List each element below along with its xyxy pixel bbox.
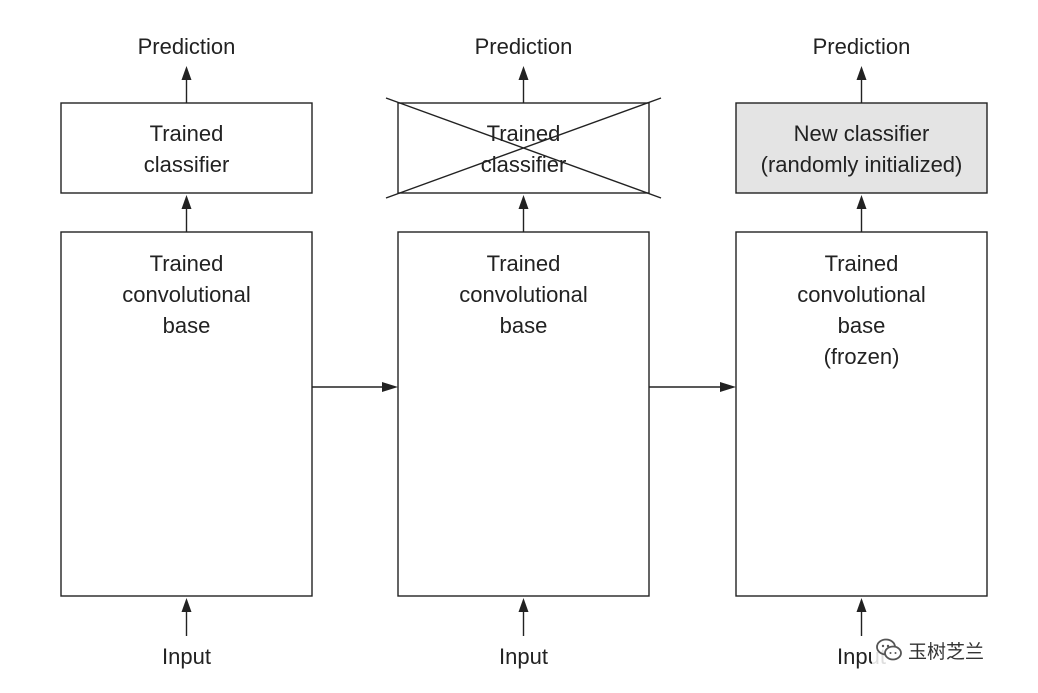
classifier-box-3 <box>735 102 988 194</box>
chat-bubble-icon <box>876 638 902 661</box>
classifier-box-1 <box>60 102 313 194</box>
conv-base-text-2-1: Trained <box>487 251 561 276</box>
classifier-text-2-1: Trained <box>487 121 561 146</box>
conv-base-box-2 <box>397 231 650 597</box>
prediction-arrow-3 <box>856 66 867 103</box>
cross-line-b-2 <box>385 97 662 199</box>
input-label-2: Input <box>499 644 548 669</box>
base-to-classifier-arrow-1 <box>181 195 192 232</box>
conv-base-text-3-4: (frozen) <box>824 344 900 369</box>
conv-base-text-1-3: base <box>163 313 211 338</box>
prediction-arrow-2 <box>518 66 529 103</box>
conv-base-text-2-3: base <box>500 313 548 338</box>
conv-base-text-1-1: Trained <box>150 251 224 276</box>
conv-base-box-1 <box>60 231 313 597</box>
conv-base-text-2-2: convolutional <box>459 282 587 307</box>
input-label-1: Input <box>162 644 211 669</box>
classifier-text-2-2: classifier <box>481 152 567 177</box>
conv-base-text-1-2: convolutional <box>122 282 250 307</box>
classifier-text-1-2: classifier <box>144 152 230 177</box>
watermark: 玉树芝兰 <box>872 633 991 667</box>
base-to-classifier-arrow-3 <box>856 195 867 232</box>
classifier-text-3-2: (randomly initialized) <box>761 152 963 177</box>
prediction-label-1: Prediction <box>138 34 236 59</box>
conv-base-text-3-1: Trained <box>825 251 899 276</box>
prediction-label-3: Prediction <box>813 34 911 59</box>
input-arrow-1 <box>181 598 192 636</box>
conv-base-text-3-3: base <box>838 313 886 338</box>
prediction-label-2: Prediction <box>475 34 573 59</box>
step-arrow-2 <box>649 382 736 392</box>
watermark-text: 玉树芝兰 <box>908 640 985 663</box>
prediction-arrow-1 <box>181 66 192 103</box>
step-arrow-1 <box>312 382 398 392</box>
input-arrow-3 <box>856 598 867 636</box>
classifier-text-3-1: New classifier <box>794 121 930 146</box>
conv-base-text-3-2: convolutional <box>797 282 925 307</box>
classifier-text-1-1: Trained <box>150 121 224 146</box>
input-arrow-2 <box>518 598 529 636</box>
base-to-classifier-arrow-2 <box>518 195 529 232</box>
conv-base-box-3 <box>735 231 988 597</box>
